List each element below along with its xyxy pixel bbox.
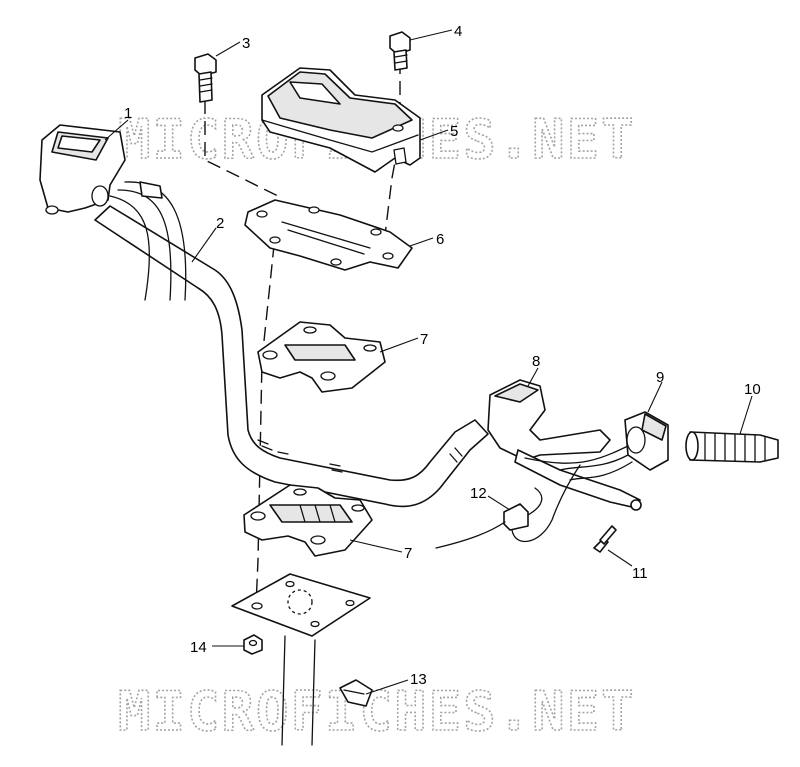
switch-wire-12 xyxy=(435,464,581,549)
watermark-bottom: MICROFICHES.NET xyxy=(118,680,636,743)
callouts: 1 2 3 4 5 6 7 7 8 9 10 11 12 13 14 xyxy=(124,23,761,688)
callout-3: 3 xyxy=(242,35,250,52)
clamp-upper xyxy=(257,321,386,393)
callout-14: 14 xyxy=(190,639,207,656)
callout-9: 9 xyxy=(656,369,664,386)
kill-switch-housing xyxy=(559,411,669,481)
top-plate xyxy=(244,199,413,271)
nut-14 xyxy=(243,634,263,655)
steering-post xyxy=(231,573,371,746)
callout-4: 4 xyxy=(454,23,462,40)
callout-8: 8 xyxy=(532,353,540,370)
callout-7-upper: 7 xyxy=(420,331,428,348)
callout-10: 10 xyxy=(744,381,761,398)
cable-clip xyxy=(339,679,373,707)
handlebar-grip xyxy=(685,431,779,463)
callout-6: 6 xyxy=(436,231,444,248)
handlebar-cover xyxy=(261,67,421,173)
leader-lines xyxy=(104,29,753,695)
callout-11: 11 xyxy=(632,565,648,582)
callout-12: 12 xyxy=(470,485,487,502)
handlebar xyxy=(94,205,489,508)
callout-1: 1 xyxy=(124,105,132,122)
callout-13: 13 xyxy=(410,671,427,688)
bolt-3 xyxy=(194,53,217,103)
screw-11 xyxy=(593,525,617,553)
callout-2: 2 xyxy=(216,215,224,232)
callout-7-lower: 7 xyxy=(404,545,412,562)
throttle-control xyxy=(39,124,187,301)
callout-5: 5 xyxy=(450,123,458,140)
clamp-lower xyxy=(243,484,373,557)
bolt-4 xyxy=(389,31,411,71)
